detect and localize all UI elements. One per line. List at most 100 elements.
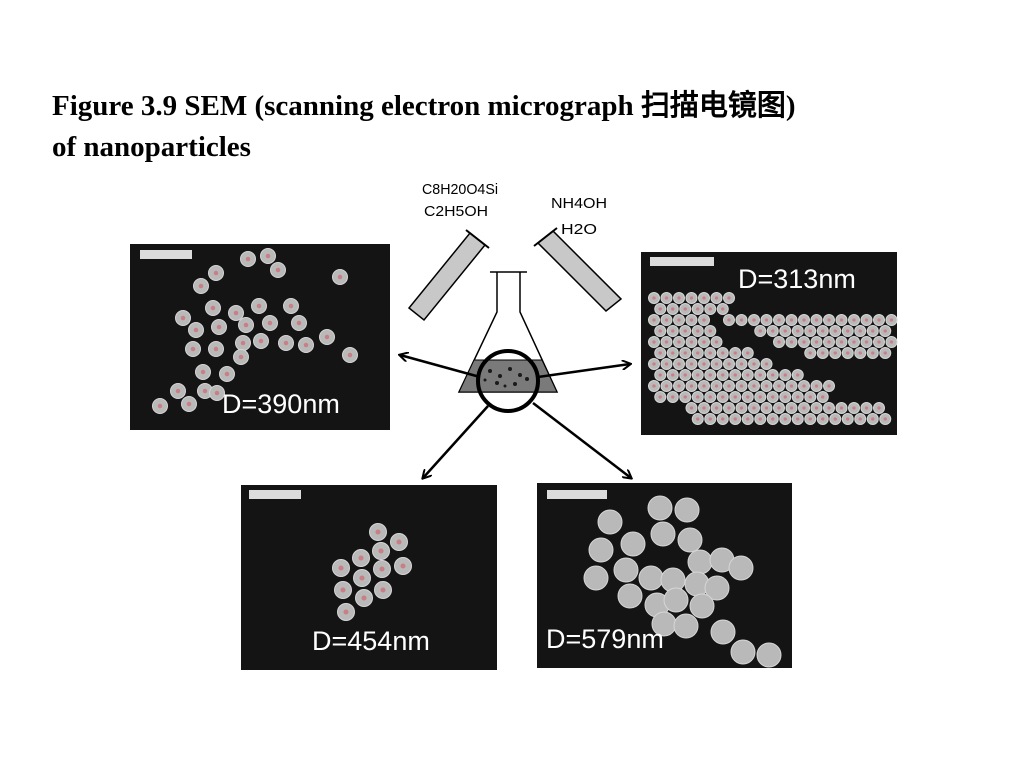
diameter-label-579: D=579nm: [546, 624, 664, 654]
nanoparticle-core: [783, 373, 787, 377]
nanoparticle-core: [677, 384, 681, 388]
nanoparticle-core: [727, 406, 731, 410]
arrow-to-top-left: [400, 355, 481, 379]
nanoparticle-core: [359, 575, 365, 581]
nanoparticle: [647, 495, 673, 521]
nanoparticle-core: [771, 395, 775, 399]
nanoparticle-core: [739, 362, 744, 366]
nanoparticle: [710, 619, 736, 645]
nanoparticle-core: [702, 406, 706, 410]
nanoparticle: [730, 639, 756, 665]
nanoparticle-core: [243, 322, 249, 328]
particle-cluster: [648, 292, 898, 425]
nanoparticle-core: [764, 384, 769, 388]
nanoparticle-core: [721, 307, 725, 311]
nanoparticle-core: [683, 351, 687, 355]
nanoparticle-core: [714, 296, 719, 300]
nanoparticle-core: [180, 315, 186, 321]
nanoparticle-core: [889, 340, 894, 344]
nanoparticle-core: [821, 351, 825, 355]
nanoparticle-core: [696, 395, 700, 399]
nanoparticle: [588, 537, 614, 563]
nanoparticle-core: [852, 318, 856, 322]
nanoparticle-core: [696, 351, 700, 355]
nanoparticle-core: [802, 384, 806, 388]
nanoparticle-core: [702, 384, 706, 388]
particle-cluster: [583, 495, 782, 668]
reagent-teos-formula: C8H20O4Si: [422, 181, 498, 198]
reagent-ammonia-formula: NH4OH: [551, 195, 607, 212]
nanoparticle-core: [802, 340, 806, 344]
nanoparticle-core: [727, 384, 731, 388]
nanoparticle-core: [789, 318, 794, 322]
test-tube-right-icon: [533, 227, 623, 313]
nanoparticle-core: [721, 373, 725, 377]
nanoparticle-core: [777, 406, 781, 410]
nanoparticle-core: [877, 318, 881, 322]
nanoparticle-core: [708, 395, 712, 399]
nanoparticle-core: [846, 417, 850, 421]
title-line-2: of nanoparticles: [52, 131, 251, 163]
nanoparticle-core: [714, 384, 719, 388]
nanoparticle-core: [683, 395, 687, 399]
nanoparticle: [673, 613, 699, 639]
nanoparticle-core: [658, 329, 662, 333]
nanoparticle-core: [696, 373, 700, 377]
nanoparticle-core: [175, 388, 181, 394]
nanoparticle-core: [324, 334, 330, 340]
nanoparticle-core: [721, 417, 725, 421]
nanoparticle-core: [871, 329, 875, 333]
nanoparticle: [650, 521, 676, 547]
nanoparticle-core: [340, 587, 346, 593]
nanoparticle-core: [746, 373, 750, 377]
nanoparticle: [617, 583, 643, 609]
nanoparticle: [663, 587, 689, 613]
nanoparticle-core: [275, 267, 281, 273]
sem-micrograph-bottom-right: D=579nm: [537, 483, 792, 668]
nanoparticle-core: [361, 595, 367, 601]
nanoparticle-core: [343, 609, 349, 615]
nanoparticle-core: [858, 351, 862, 355]
nanoparticle-core: [852, 406, 856, 410]
nanoparticle-core: [771, 373, 775, 377]
nanoparticle-core: [871, 417, 875, 421]
nanoparticle-core: [864, 340, 869, 344]
nanoparticle-core: [265, 253, 271, 259]
nanoparticle-core: [240, 340, 246, 346]
nanoparticle-core: [752, 384, 756, 388]
nanoparticle-core: [727, 296, 731, 300]
nanoparticle-core: [883, 351, 887, 355]
arrow-to-bottom-left: [423, 405, 489, 478]
nanoparticle: [687, 549, 713, 575]
nanoparticle-core: [714, 406, 719, 410]
nanoparticle-core: [396, 539, 402, 545]
nanoparticle-core: [764, 318, 769, 322]
nanoparticle-core: [338, 565, 344, 571]
nanoparticle-core: [796, 395, 800, 399]
nanoparticle-core: [783, 395, 787, 399]
nanoparticle-core: [233, 310, 239, 316]
nanoparticle-core: [871, 351, 875, 355]
nanoparticle-core: [652, 362, 656, 366]
nanoparticle: [689, 593, 715, 619]
nanoparticle: [756, 642, 782, 668]
nanoparticle-core: [658, 373, 662, 377]
diameter-label-313: D=313nm: [738, 264, 856, 294]
nanoparticle-core: [380, 587, 386, 593]
nanoparticle: [728, 555, 754, 581]
nanoparticle-core: [210, 305, 216, 311]
reagent-ethanol-formula: C2H5OH: [424, 203, 488, 220]
nanoparticle-core: [739, 384, 744, 388]
nanoparticle-core: [802, 318, 806, 322]
nanoparticle-core: [696, 329, 700, 333]
nanoparticle-core: [789, 384, 794, 388]
nanoparticle-core: [689, 384, 694, 388]
slide-title: Figure 3.9 SEM (scanning electron microg…: [52, 86, 992, 168]
nanoparticle-core: [677, 296, 681, 300]
reaction-arrows: [400, 355, 631, 478]
nanoparticle: [620, 531, 646, 557]
nanoparticle: [674, 497, 700, 523]
nanoparticle-core: [213, 346, 219, 352]
nanoparticle-core: [827, 318, 831, 322]
nanoparticle-core: [821, 395, 825, 399]
